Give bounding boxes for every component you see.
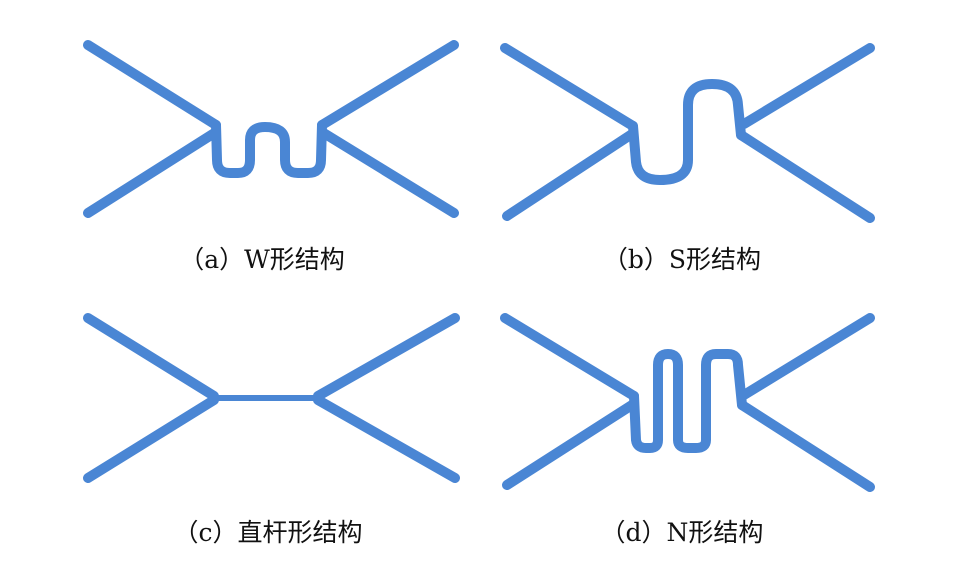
- arm-lower-right: [317, 127, 459, 218]
- arm-lower-right: [313, 395, 460, 483]
- arm-upper-right: [739, 313, 875, 400]
- arm-upper-left: [500, 43, 638, 131]
- n-meander: [629, 349, 747, 453]
- caption-c: （c）直杆形结构: [173, 518, 363, 547]
- straight-bar-structure: [83, 313, 460, 483]
- arm-lower-left: [83, 127, 221, 218]
- arm-upper-right: [317, 40, 459, 130]
- s-meander: [628, 79, 746, 185]
- caption-d: （d）N形结构: [600, 518, 764, 547]
- w-structure: [83, 40, 459, 218]
- caption-b: （b）S形结构: [602, 245, 762, 274]
- arm-upper-left: [83, 40, 221, 130]
- arm-lower-right: [737, 400, 875, 492]
- arm-upper-right: [739, 43, 875, 129]
- arm-upper-right: [313, 313, 460, 401]
- arm-lower-left: [502, 400, 637, 490]
- s-structure: [500, 43, 875, 223]
- arm-lower-left: [502, 129, 637, 221]
- n-structure: [500, 313, 875, 492]
- caption-a: （a）W形结构: [179, 245, 345, 274]
- arm-lower-left: [83, 395, 219, 483]
- arm-upper-left: [500, 313, 639, 401]
- w-meander: [211, 120, 327, 178]
- arm-upper-left: [83, 313, 219, 401]
- arm-lower-right: [736, 130, 875, 223]
